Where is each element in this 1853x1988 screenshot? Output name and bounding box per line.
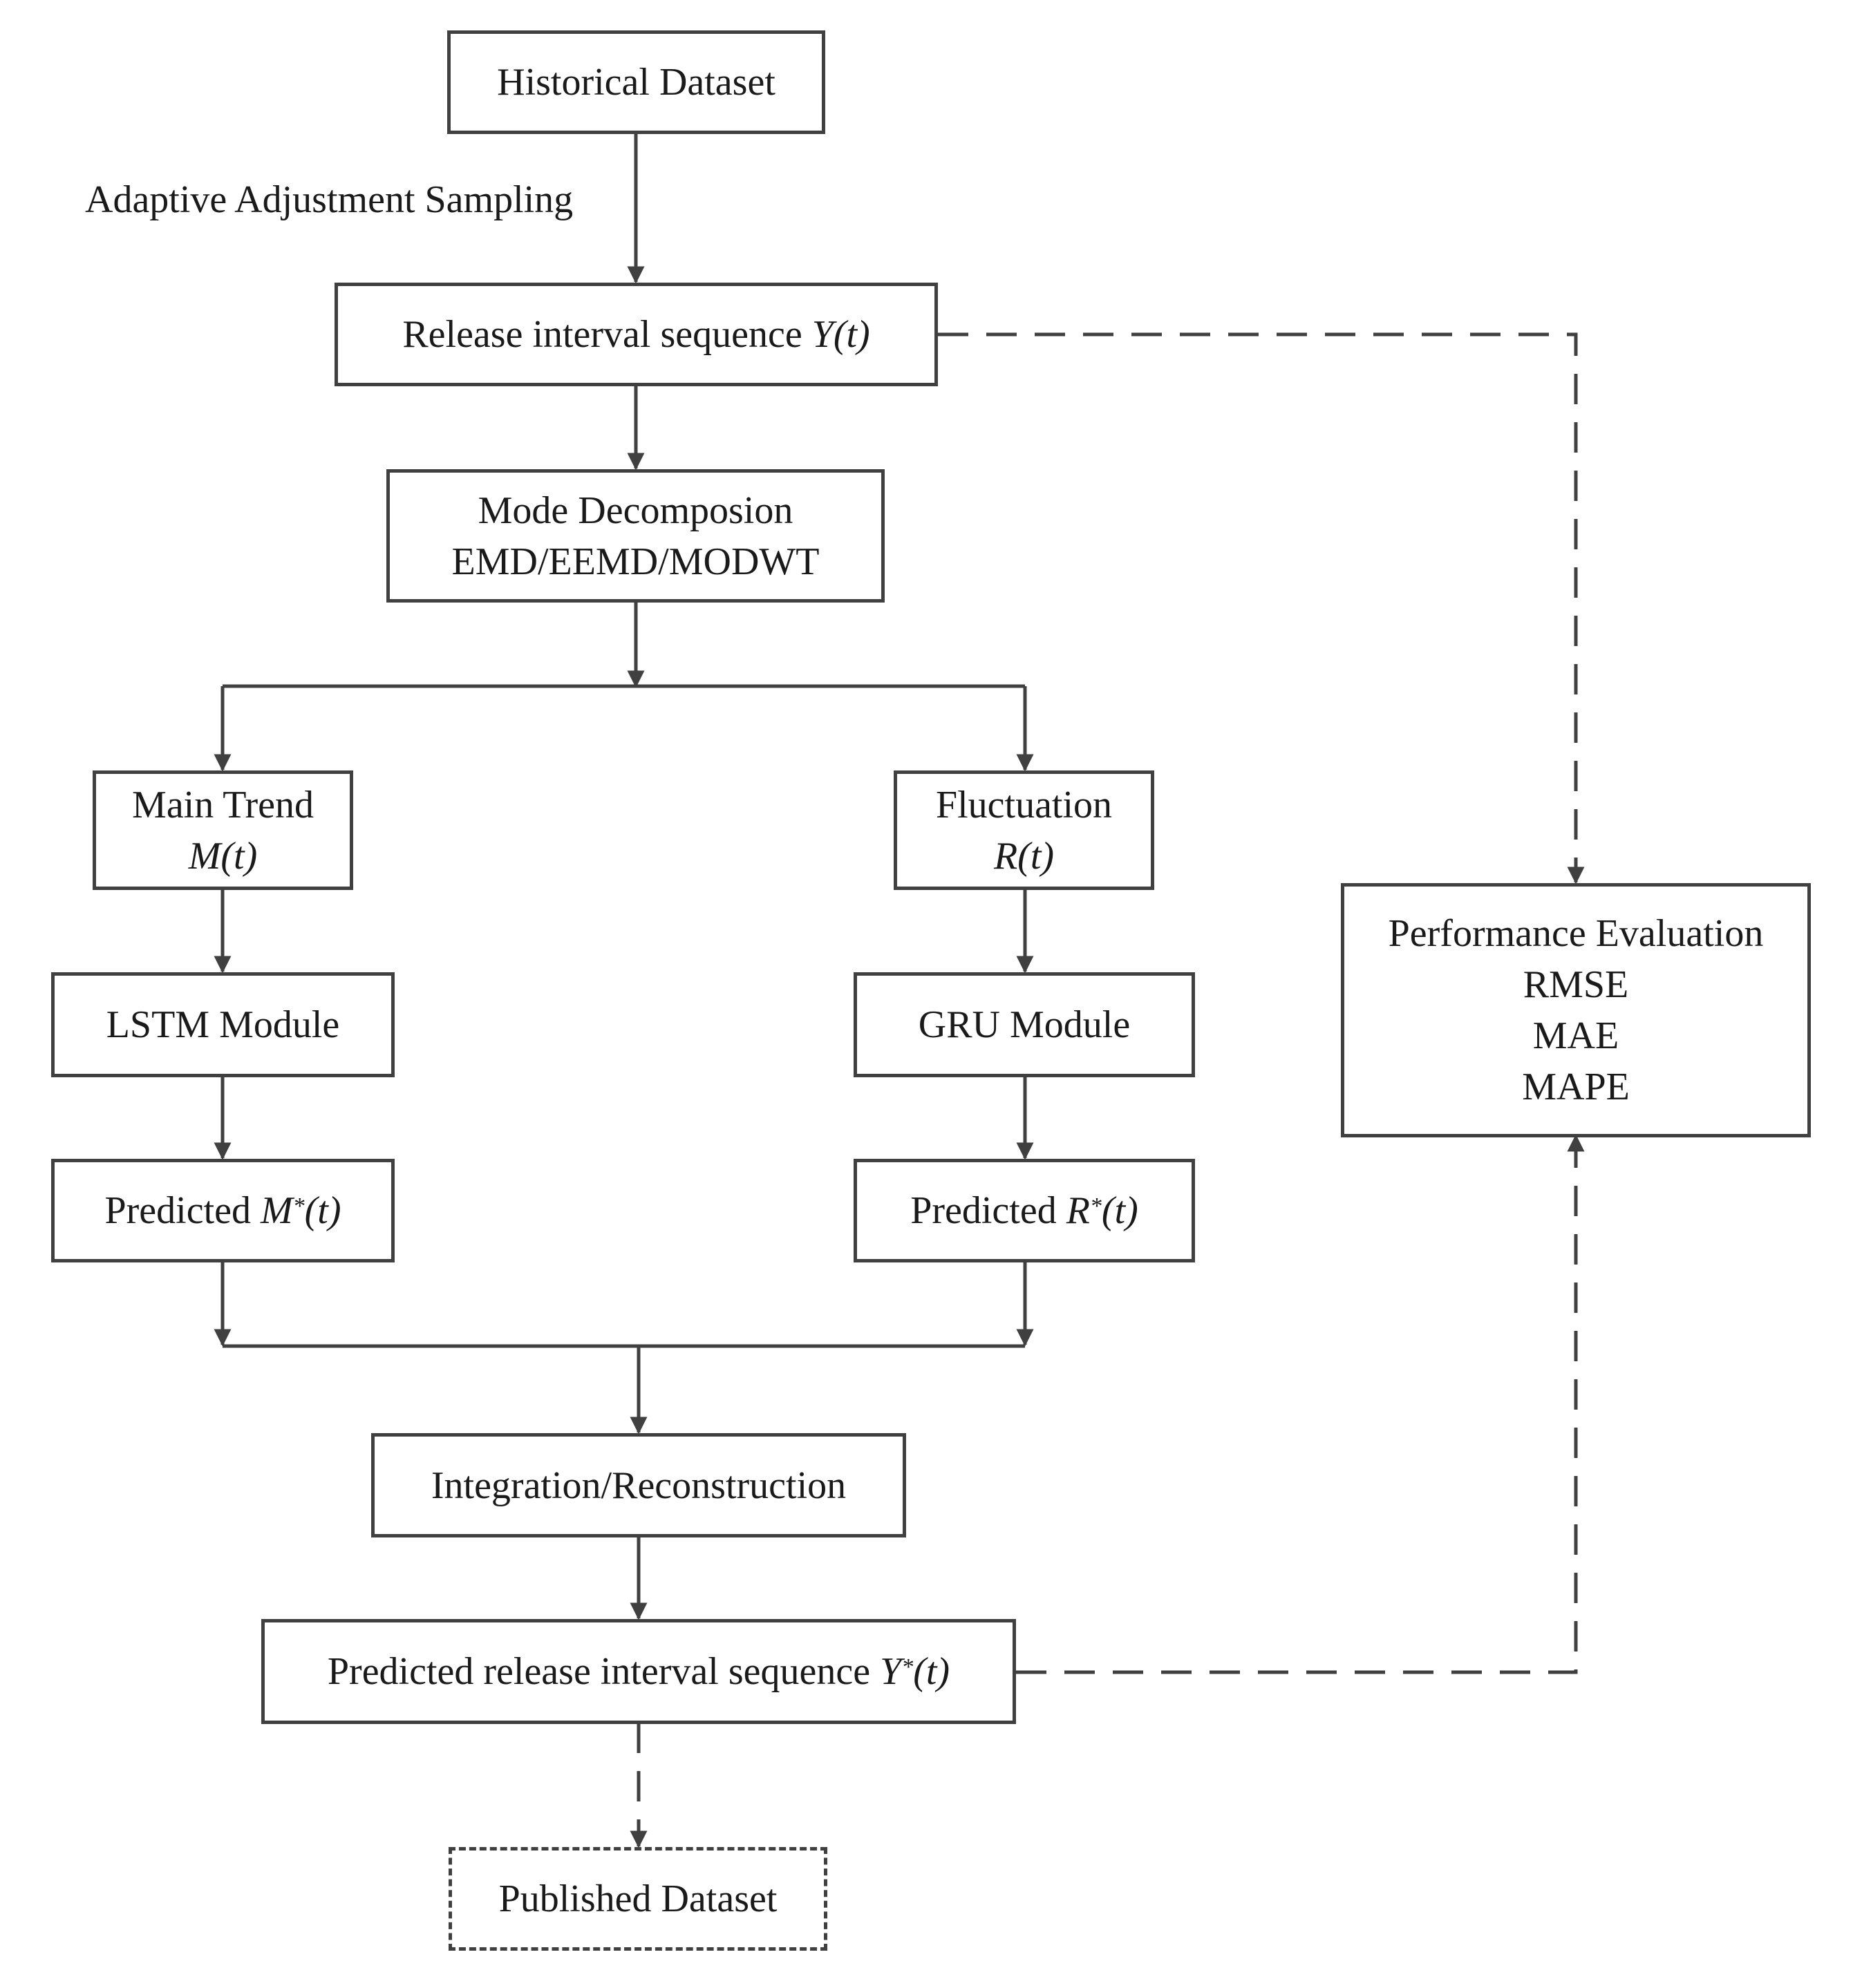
fluctuation-title: Fluctuation	[935, 783, 1113, 826]
mode-decomposition-box: Mode Decomposion EMD/EEMD/MODWT	[386, 469, 885, 603]
lstm-module-label: LSTM Module	[106, 1003, 340, 1046]
predicted-release-suffix: (t)	[913, 1650, 950, 1693]
gru-module-label: GRU Module	[918, 1003, 1131, 1046]
sampling-edge-label: Adaptive Adjustment Sampling	[85, 178, 574, 221]
published-dataset-box: Published Dataset	[449, 1847, 827, 1951]
lstm-module-box: LSTM Module	[51, 972, 395, 1077]
predicted-release-box: Predicted release interval sequence Y*(t…	[261, 1619, 1016, 1724]
performance-evaluation-title: Performance Evaluation	[1388, 912, 1764, 955]
integration-label: Integration/Reconstruction	[431, 1464, 847, 1507]
predicted-release-text: Predicted release interval sequence	[327, 1650, 871, 1693]
fluctuation-var: R(t)	[993, 834, 1055, 878]
mode-decomposition-methods: EMD/EEMD/MODWT	[451, 540, 820, 583]
predicted-m-var: M	[260, 1189, 293, 1232]
predicted-r-var: R	[1066, 1189, 1090, 1232]
main-trend-var: M(t)	[188, 834, 258, 878]
dashed-arrow-release-to-performance	[938, 332, 1585, 884]
mode-decomposition-title: Mode Decomposion	[478, 489, 793, 532]
predicted-m-suffix: (t)	[304, 1189, 341, 1232]
release-interval-label: Release interval sequence Y(t)	[402, 309, 869, 360]
predicted-r-text: Predicted	[910, 1189, 1057, 1232]
predicted-m-box: Predicted M*(t)	[51, 1159, 395, 1262]
predicted-r-box: Predicted R*(t)	[854, 1159, 1195, 1262]
predicted-release-label: Predicted release interval sequence Y*(t…	[328, 1646, 950, 1697]
predicted-release-var: Y	[880, 1650, 902, 1693]
predicted-r-label: Predicted R*(t)	[910, 1185, 1138, 1236]
historical-dataset-label: Historical Dataset	[497, 61, 775, 104]
metric-mae: MAE	[1532, 1014, 1619, 1057]
predicted-release-star: *	[901, 1654, 914, 1680]
predicted-r-star: *	[1089, 1193, 1102, 1219]
predicted-r-suffix: (t)	[1101, 1189, 1138, 1232]
release-interval-var: Y(t)	[811, 313, 870, 356]
predicted-m-text: Predicted	[104, 1189, 251, 1232]
performance-evaluation-box: Performance Evaluation RMSE MAE MAPE	[1341, 883, 1811, 1137]
published-dataset-label: Published Dataset	[498, 1877, 778, 1920]
historical-dataset-box: Historical Dataset	[447, 30, 825, 134]
integration-box: Integration/Reconstruction	[371, 1433, 906, 1537]
fluctuation-box: Fluctuation R(t)	[894, 770, 1154, 890]
gru-module-box: GRU Module	[854, 972, 1195, 1077]
main-trend-box: Main Trend M(t)	[93, 770, 353, 890]
predicted-m-star: *	[292, 1193, 305, 1219]
release-interval-text: Release interval sequence	[402, 313, 802, 356]
metric-mape: MAPE	[1522, 1066, 1630, 1108]
release-interval-box: Release interval sequence Y(t)	[335, 283, 938, 386]
dashed-arrow-predicted-release-to-performance	[1016, 1134, 1585, 1674]
main-trend-title: Main Trend	[132, 783, 314, 826]
metric-rmse: RMSE	[1523, 963, 1629, 1006]
predicted-m-label: Predicted M*(t)	[105, 1185, 341, 1236]
